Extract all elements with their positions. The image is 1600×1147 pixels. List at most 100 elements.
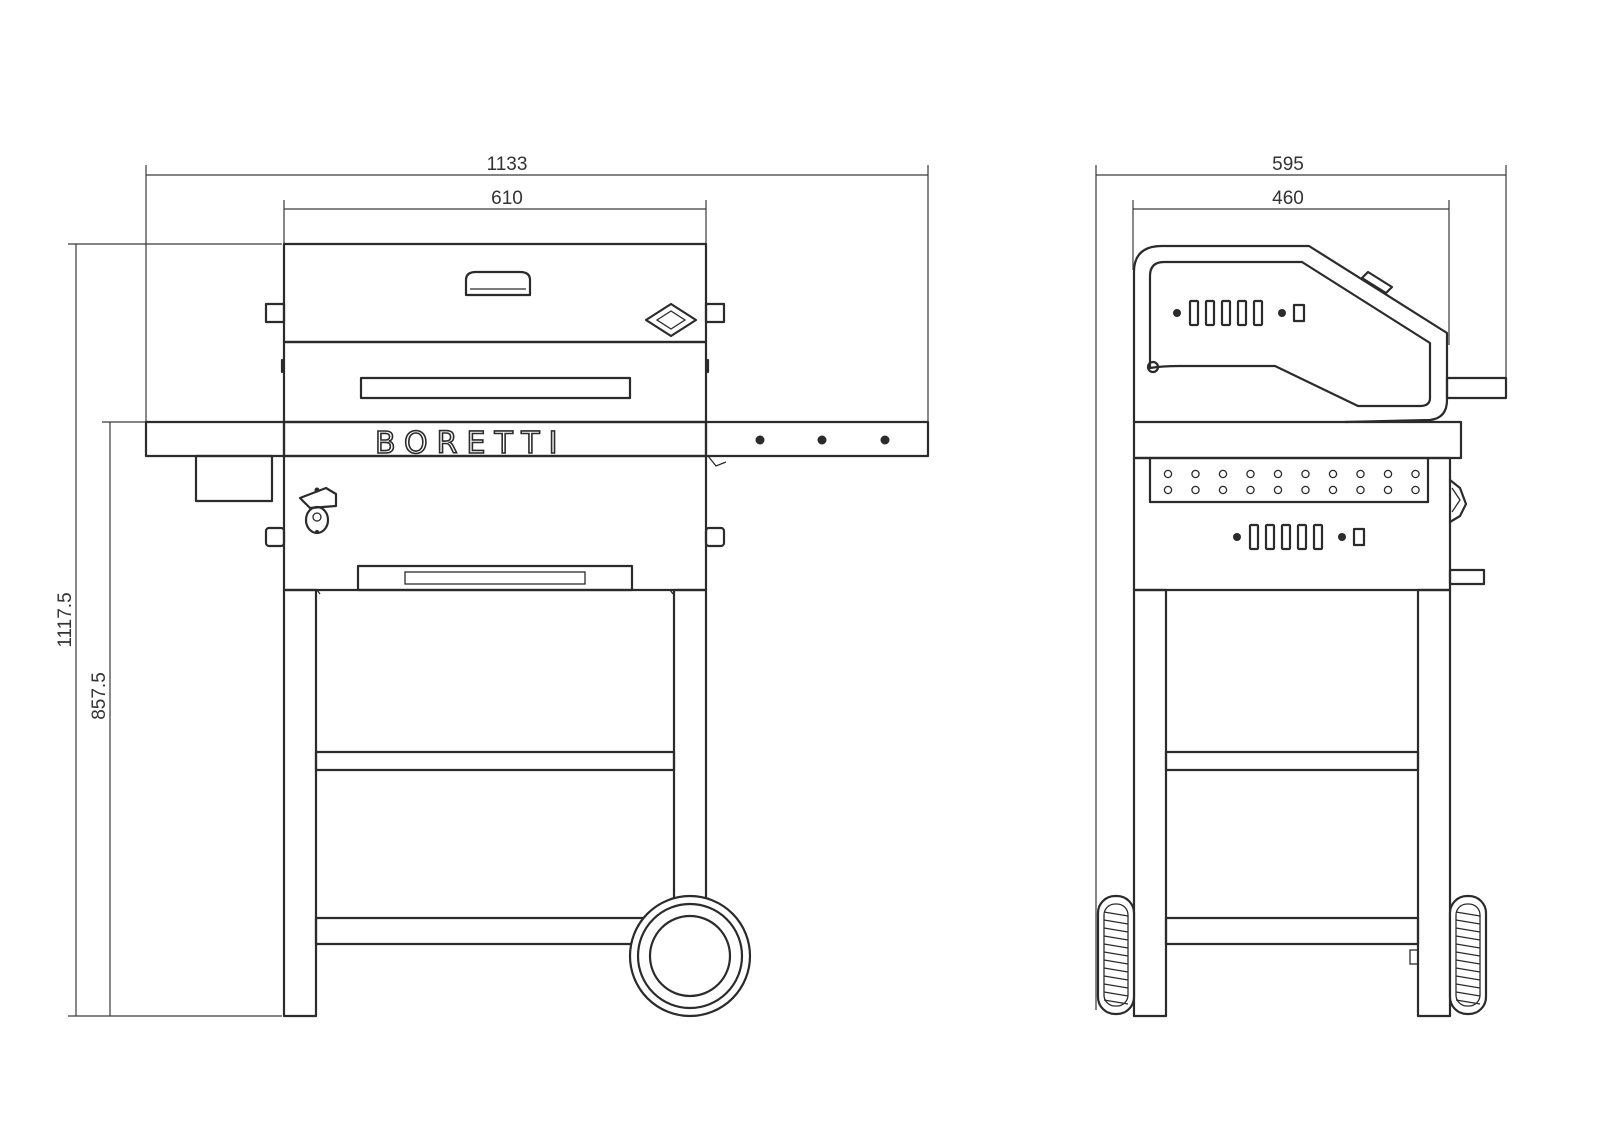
cross-bar-bottom — [314, 916, 648, 946]
lid-handle-side — [1360, 270, 1394, 295]
side-box — [194, 454, 274, 503]
wheel-tread — [1103, 983, 1129, 989]
wheel-tread — [1455, 943, 1481, 949]
wheel-tread — [1455, 967, 1481, 973]
vent-hole — [1163, 469, 1173, 479]
lid-hinge-left — [264, 302, 286, 324]
vent-hole — [1411, 469, 1420, 479]
ash-tray — [356, 564, 634, 592]
bottle-opener-icon — [298, 486, 338, 535]
vent-hole — [1411, 485, 1420, 495]
cabinet-outline — [282, 454, 708, 592]
vent-hole — [1301, 485, 1310, 495]
dim-label-total-depth: 595 — [1272, 154, 1304, 175]
side-dimensions: 595 460 — [1095, 154, 1507, 1010]
vent-hole — [1328, 469, 1338, 479]
vent-hole — [1383, 485, 1393, 495]
wheel-tread — [1455, 991, 1481, 997]
vent-hole — [1218, 485, 1228, 495]
side-top-band — [1132, 420, 1463, 460]
vent-hole — [1356, 469, 1365, 479]
side-bar-stub — [1448, 568, 1486, 586]
wheel-tread — [1103, 975, 1129, 981]
vent-hole — [1273, 485, 1283, 495]
cabinet-knob-left — [264, 526, 286, 548]
dim-label-body-depth: 460 — [1272, 188, 1304, 209]
wheel-tread — [1455, 935, 1481, 941]
vent-hole — [1356, 485, 1365, 495]
vent-holes — [1163, 469, 1420, 495]
front-view: 1133 610 1117.5 857.5 — [55, 154, 930, 1018]
left-side-shelf — [144, 420, 286, 458]
wheel-tread — [1455, 983, 1481, 989]
wheel-tread — [1103, 935, 1129, 941]
vent-hole — [1246, 485, 1255, 495]
body-vents — [1233, 523, 1366, 551]
side-frame — [1132, 588, 1452, 1018]
side-wheel-right — [1448, 894, 1488, 1016]
side-lid — [1132, 244, 1508, 424]
cross-bar-middle — [314, 750, 676, 772]
side-handle — [1448, 478, 1468, 524]
wheel-tread — [1455, 927, 1481, 933]
wheel-tread — [1455, 919, 1481, 925]
wheel-tread — [1455, 975, 1481, 981]
wheel-tread — [1103, 959, 1129, 965]
side-leg-left — [1132, 588, 1168, 1018]
wheel-tread — [1455, 911, 1481, 917]
side-band-outline — [1132, 420, 1463, 460]
vent-hole — [1191, 469, 1200, 479]
front-dimensions: 1133 610 1117.5 857.5 — [55, 154, 929, 1017]
grill-lid — [264, 242, 726, 344]
shelf-hook — [880, 435, 890, 445]
wheel-tread — [1103, 999, 1129, 1005]
wheel-tread — [1103, 967, 1129, 973]
lid-hinge-right — [704, 302, 726, 324]
front-leg-right — [672, 588, 708, 902]
lid-inner-panel — [1148, 260, 1432, 408]
vent-hole — [1246, 469, 1255, 479]
front-leg-left — [282, 588, 318, 1018]
dim-label-body-width: 610 — [491, 188, 523, 209]
wheel-tread — [1455, 999, 1481, 1005]
upper-body-outline — [282, 340, 708, 424]
vent-hole — [1163, 485, 1173, 495]
wheel-tread — [1455, 959, 1481, 965]
grill-upper-body — [280, 340, 710, 424]
wheel-tread — [1455, 951, 1481, 957]
shelf-hook — [817, 435, 827, 445]
wheel-tread — [1103, 943, 1129, 949]
side-body — [1132, 456, 1486, 592]
lid-vents — [1173, 299, 1306, 327]
front-wheel — [628, 894, 752, 1018]
dim-label-total-height: 1117.5 — [55, 592, 76, 647]
vent-hole — [1273, 469, 1283, 479]
grill-cabinet — [264, 454, 726, 595]
vent-hole — [1383, 469, 1393, 479]
wheel-tread — [1103, 927, 1129, 933]
vent-hole — [1218, 469, 1228, 479]
shelf-hook — [755, 435, 765, 445]
cabinet-knob-right — [704, 526, 726, 548]
front-slot — [359, 376, 632, 400]
wheel-tread — [1103, 991, 1129, 997]
side-view: 595 460 — [1095, 154, 1508, 1018]
vent-hole — [1191, 485, 1200, 495]
lid-outer-outline — [1132, 244, 1449, 424]
side-cross-bar-middle — [1164, 750, 1420, 772]
lid-pivot — [1146, 360, 1160, 374]
wheel-tread — [1103, 951, 1129, 957]
lid-outline — [282, 242, 708, 344]
right-side-shelf — [704, 420, 930, 458]
wheel-tread — [1103, 919, 1129, 925]
lid-handle — [464, 270, 532, 297]
side-shelf-stub — [1445, 376, 1508, 400]
side-cross-bar-bottom — [1164, 916, 1420, 946]
side-body-outline — [1132, 456, 1452, 592]
vent-hole — [1328, 485, 1338, 495]
side-leg-right — [1416, 588, 1452, 1018]
side-wheel-left — [1096, 894, 1136, 1016]
dim-label-total-width: 1133 — [487, 154, 528, 175]
